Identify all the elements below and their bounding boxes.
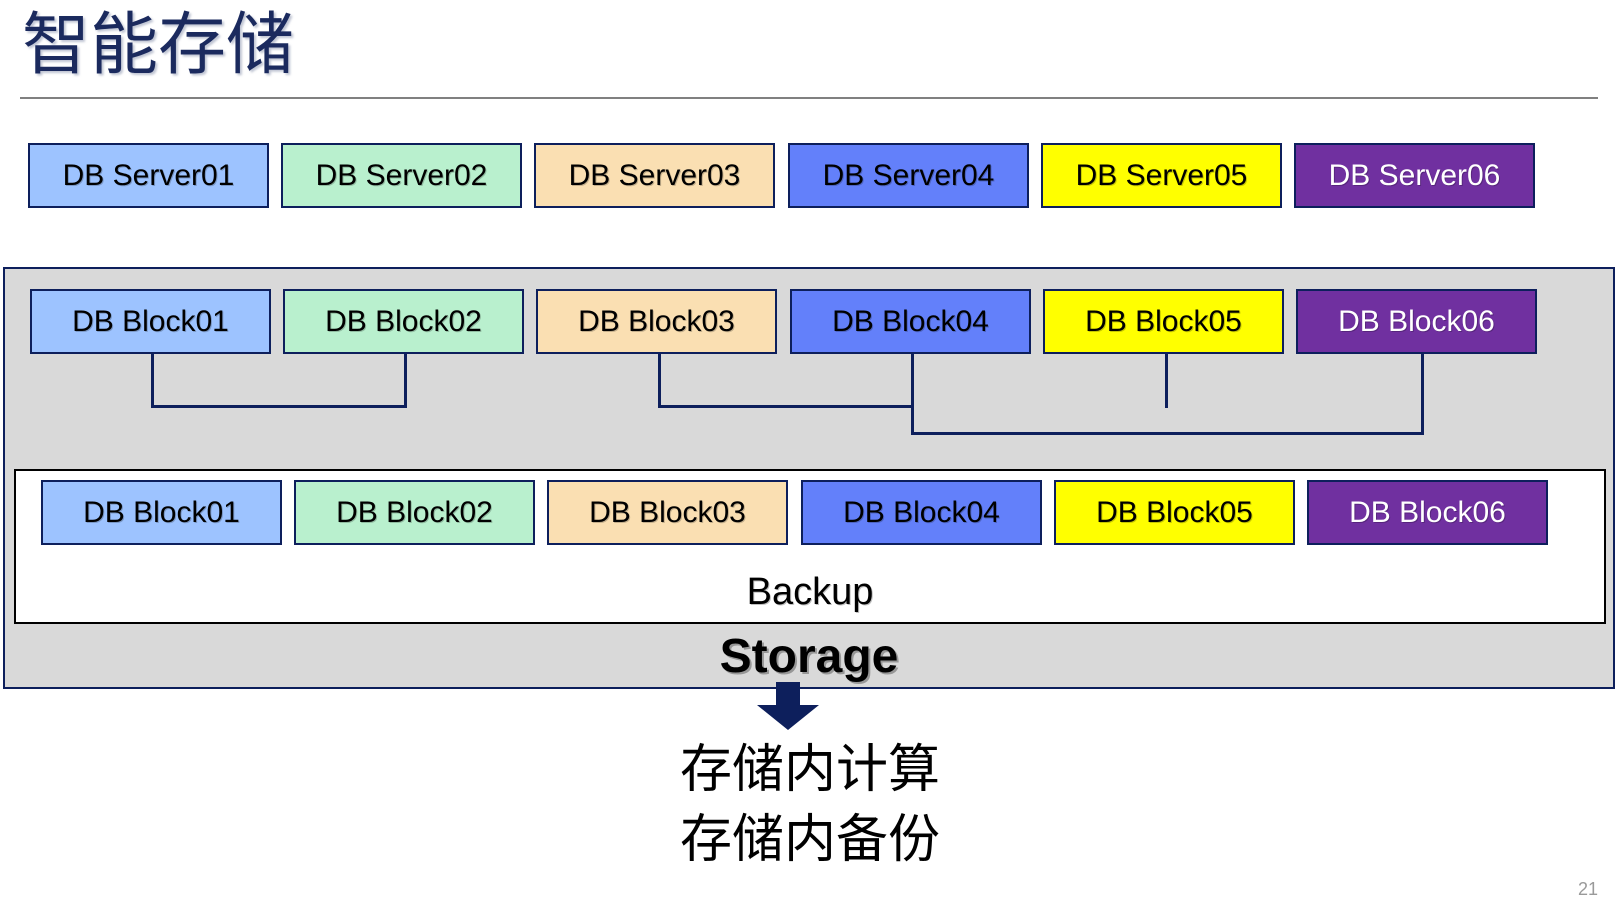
db-block-backup-4: DB Block04 <box>801 480 1042 545</box>
connector-segment-6 <box>911 352 914 435</box>
db-server-box-3: DB Server03 <box>534 143 775 208</box>
db-block-backup-label: DB Block01 <box>83 495 240 529</box>
caption-line-1: 存储内计算 <box>679 741 940 799</box>
db-block-backup-label: DB Block03 <box>589 495 746 529</box>
flow-down-arrow <box>757 682 819 730</box>
caption-line-2: 存储内备份 <box>679 811 940 869</box>
db-block-backup-label: DB Block05 <box>1096 495 1253 529</box>
db-block-primary-label: DB Block05 <box>1085 304 1242 338</box>
db-server-label: DB Server05 <box>1075 158 1248 192</box>
storage-label: Storage <box>719 630 899 683</box>
db-block-backup-label: DB Block04 <box>843 495 1000 529</box>
db-block-primary-1: DB Block01 <box>30 289 271 354</box>
backup-label: Backup <box>746 571 874 613</box>
db-block-primary-label: DB Block01 <box>72 304 229 338</box>
db-block-primary-label: DB Block03 <box>578 304 735 338</box>
db-block-backup-2: DB Block02 <box>294 480 535 545</box>
connector-segment-4 <box>658 352 661 405</box>
connector-segment-5 <box>658 405 914 408</box>
db-block-primary-label: DB Block06 <box>1338 304 1495 338</box>
db-block-primary-label: DB Block04 <box>832 304 989 338</box>
connector-segment-2 <box>151 405 407 408</box>
connector-segment-7 <box>911 432 1424 435</box>
db-block-backup-label: DB Block02 <box>336 495 493 529</box>
db-block-backup-5: DB Block05 <box>1054 480 1295 545</box>
db-server-label: DB Server04 <box>822 158 995 192</box>
connector-segment-8 <box>1165 352 1168 408</box>
db-server-label: DB Server02 <box>315 158 488 192</box>
db-server-label: DB Server01 <box>62 158 235 192</box>
backup-panel: DB Block01 DB Block02 DB Block03 DB Block04… <box>14 469 1606 624</box>
db-server-label: DB Server06 <box>1328 158 1501 192</box>
connector-segment-9 <box>1421 352 1424 435</box>
db-block-primary-5: DB Block05 <box>1043 289 1284 354</box>
page-title: 智能存储 <box>22 7 295 83</box>
title-divider <box>20 97 1598 99</box>
page-number: 21 <box>1577 879 1598 899</box>
db-block-primary-4: DB Block04 <box>790 289 1031 354</box>
db-server-box-5: DB Server05 <box>1041 143 1282 208</box>
db-server-box-2: DB Server02 <box>281 143 522 208</box>
db-block-backup-label: DB Block06 <box>1349 495 1506 529</box>
db-block-backup-6: DB Block06 <box>1307 480 1548 545</box>
db-block-backup-1: DB Block01 <box>41 480 282 545</box>
storage-panel: DB Block01 DB Block02 DB Block03 DB Block04… <box>3 267 1615 730</box>
db-block-primary-2: DB Block02 <box>283 289 524 354</box>
db-block-primary-6: DB Block06 <box>1296 289 1537 354</box>
slide-caption: 存储内计算 存储内备份 <box>0 735 1620 875</box>
db-block-primary-3: DB Block03 <box>536 289 777 354</box>
db-server-box-6: DB Server06 <box>1294 143 1535 208</box>
connector-segment-1 <box>151 352 154 405</box>
db-block-primary-label: DB Block02 <box>325 304 482 338</box>
db-server-box-1: DB Server01 <box>28 143 269 208</box>
db-server-box-4: DB Server04 <box>788 143 1029 208</box>
connector-segment-3 <box>404 352 407 408</box>
db-server-label: DB Server03 <box>568 158 741 192</box>
db-block-backup-3: DB Block03 <box>547 480 788 545</box>
